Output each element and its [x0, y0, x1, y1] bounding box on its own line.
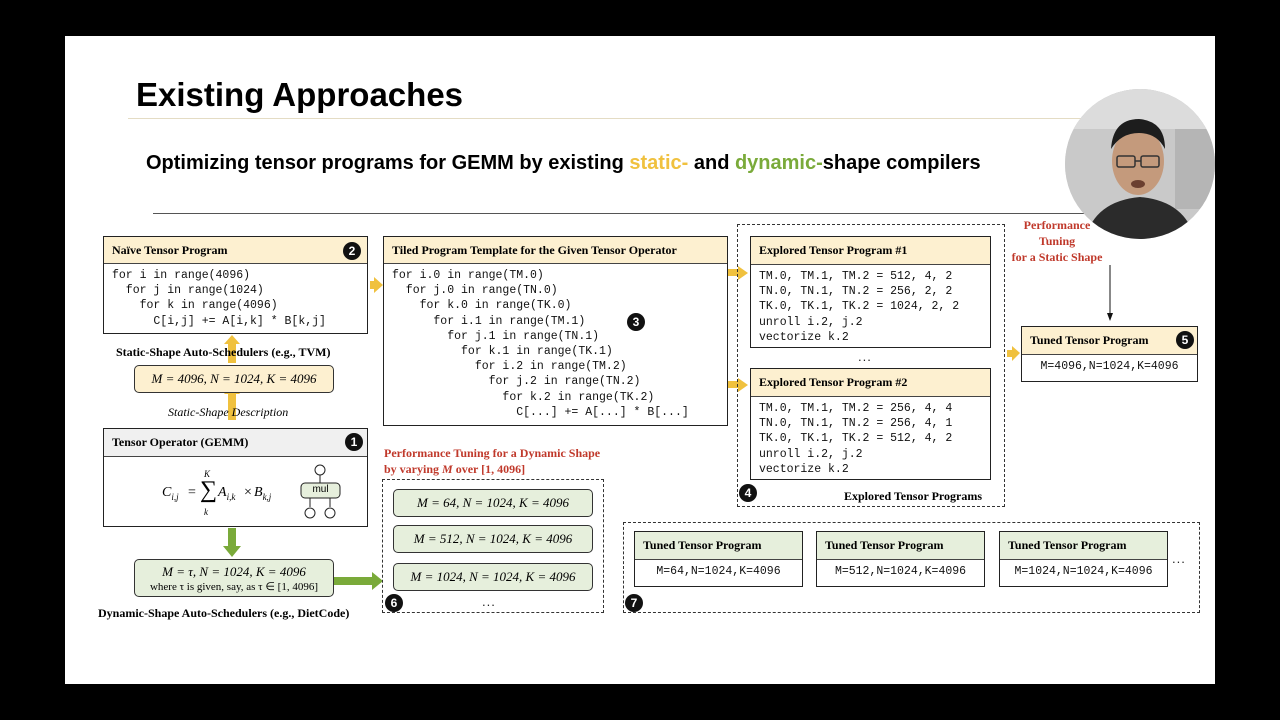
- step-badge-1: 1: [345, 433, 363, 451]
- tiled-template-box: Tiled Program Template for the Given Ten…: [383, 236, 728, 426]
- tuned-program-2-value: M=512,N=1024,K=4096: [834, 565, 967, 578]
- tuned-program-1-value: M=64,N=1024,K=4096: [656, 565, 781, 578]
- explored-program-2-box: Explored Tensor Program #2 TM.0, TM.1, T…: [750, 368, 991, 480]
- explored-programs-region: [737, 224, 1005, 507]
- mul-node-graph: [300, 464, 341, 519]
- tuned-programs-region: [623, 522, 1200, 613]
- tuned-program-1-heading: Tuned Tensor Program: [635, 532, 802, 560]
- dynamic-shapes-ellipsis: ...: [482, 594, 496, 609]
- explored-programs-caption: Explored Tensor Programs: [844, 489, 983, 503]
- mul-node-label: mul: [312, 484, 329, 495]
- formula-eq: =: [188, 485, 196, 500]
- tiled-template-code: for i.0 in range(TM.0) for j.0 in range(…: [392, 269, 689, 419]
- naive-program-heading: Naïve Tensor Program: [104, 237, 367, 264]
- static-tuned-program-heading: Tuned Tensor Program: [1022, 327, 1197, 355]
- subtitle-suffix: shape compilers: [822, 152, 981, 174]
- static-right-arrow-3: [728, 378, 748, 392]
- dynamic-shape-pill-1: M = 64, N = 1024, K = 4096: [393, 489, 593, 517]
- explored-program-1-box: Explored Tensor Program #1 TM.0, TM.1, T…: [750, 236, 991, 348]
- subtitle-static: static-: [629, 152, 689, 174]
- dynamic-down-arrow: [223, 528, 241, 557]
- static-up-arrow-2: [224, 335, 240, 363]
- static-tuning-line-3: for a Static Shape: [1011, 250, 1103, 264]
- static-right-arrow-1: [370, 277, 383, 293]
- static-tuned-program-box: Tuned Tensor Program M=4096,N=1024,K=409…: [1021, 326, 1198, 382]
- dynamic-shape-text: M = τ, N = 1024, K = 4096: [162, 564, 306, 579]
- tensor-operator-box: Tensor Operator (GEMM) Ci,j = K ∑ k Ai,k…: [103, 428, 368, 527]
- title-rule: [128, 118, 1128, 119]
- step-badge-2: 2: [343, 242, 361, 260]
- formula-a: Ai,k: [218, 485, 236, 502]
- gemm-formula: Ci,j = K ∑ k Ai,k × Bk,j: [162, 469, 292, 519]
- static-tuning-line-2: Tuning: [1038, 234, 1076, 248]
- naive-program-code: for i in range(4096) for j in range(1024…: [112, 269, 326, 328]
- subtitle-middle: and: [688, 152, 735, 174]
- formula-sum-bottom: k: [204, 507, 208, 517]
- tensor-operator-heading: Tensor Operator (GEMM): [104, 429, 367, 457]
- step-badge-5: 5: [1176, 331, 1194, 349]
- tuned-program-3-heading: Tuned Tensor Program: [1000, 532, 1167, 560]
- presenter-webcam: [1065, 89, 1215, 239]
- static-tuning-label: Performance Tuning for a Static Shape: [1003, 217, 1111, 265]
- step-badge-7: 7: [625, 594, 643, 612]
- explored-program-2-heading: Explored Tensor Program #2: [751, 369, 990, 397]
- static-shape-pill: M = 4096, N = 1024, K = 4096: [134, 365, 334, 393]
- formula-times: ×: [244, 485, 252, 500]
- explored-program-1-heading: Explored Tensor Program #1: [751, 237, 990, 265]
- tuned-program-3-box: Tuned Tensor Program M=1024,N=1024,K=409…: [999, 531, 1168, 587]
- tiled-template-heading: Tiled Program Template for the Given Ten…: [384, 237, 727, 264]
- tuned-program-2-heading: Tuned Tensor Program: [817, 532, 984, 560]
- dynamic-tuning-line-2: by varying M over [1, 4096]: [384, 462, 526, 476]
- subtitle-rule: [153, 213, 1173, 214]
- static-tuned-program-value: M=4096,N=1024,K=4096: [1040, 360, 1179, 373]
- dynamic-tuning-line-1: Performance Tuning for a Dynamic Shape: [384, 446, 601, 460]
- dynamic-shape-pill-2: M = 512, N = 1024, K = 4096: [393, 525, 593, 553]
- dynamic-right-arrow: [334, 572, 383, 590]
- static-right-arrow-2: [728, 266, 748, 280]
- formula-lhs: Ci,j: [162, 485, 179, 502]
- step-badge-3: 3: [627, 313, 645, 331]
- dynamic-shape-pill-3: M = 1024, N = 1024, K = 4096: [393, 563, 593, 591]
- dynamic-shape-pill: M = τ, N = 1024, K = 4096 where τ is giv…: [134, 559, 334, 597]
- subtitle-prefix: Optimizing tensor programs for GEMM by e…: [146, 152, 630, 174]
- subtitle-dynamic: dynamic-: [734, 152, 823, 174]
- tuned-program-2-box: Tuned Tensor Program M=512,N=1024,K=4096: [816, 531, 985, 587]
- explored-ellipsis: ...: [858, 349, 872, 364]
- formula-sum: ∑: [200, 477, 218, 503]
- formula-sum-top: K: [204, 469, 211, 479]
- dynamic-tuning-label: Performance Tuning for a Dynamic Shape b…: [384, 445, 600, 477]
- naive-program-box: Naïve Tensor Program for i in range(4096…: [103, 236, 368, 334]
- static-tuning-line-1: Performance: [1023, 218, 1091, 232]
- dynamic-scheduler-label: Dynamic-Shape Auto-Schedulers (e.g., Die…: [98, 606, 350, 620]
- dynamic-shape-where: where τ is given, say, as τ ∈ [1, 4096]: [149, 581, 318, 593]
- formula-b: Bk,j: [254, 485, 272, 502]
- tuned-program-3-value: M=1024,N=1024,K=4096: [1014, 565, 1153, 578]
- tuned-programs-ellipsis: ...: [1172, 551, 1186, 566]
- step-badge-6: 6: [385, 594, 403, 612]
- static-right-arrow-4: [1007, 346, 1020, 361]
- static-scheduler-label: Static-Shape Auto-Schedulers (e.g., TVM): [116, 345, 331, 359]
- step-badge-4: 4: [739, 484, 757, 502]
- explored-program-2-code: TM.0, TM.1, TM.2 = 256, 4, 4 TN.0, TN.1,…: [759, 402, 953, 476]
- slide-title: Existing Approaches: [136, 76, 464, 113]
- presenter-video-frame: [1065, 89, 1215, 239]
- tuned-program-1-box: Tuned Tensor Program M=64,N=1024,K=4096: [634, 531, 803, 587]
- slide-subtitle: Optimizing tensor programs for GEMM by e…: [146, 152, 981, 175]
- dynamic-shapes-region: [382, 479, 604, 613]
- explored-program-1-code: TM.0, TM.1, TM.2 = 512, 4, 2 TN.0, TN.1,…: [759, 270, 960, 344]
- static-shape-description: Static-Shape Description: [168, 405, 289, 419]
